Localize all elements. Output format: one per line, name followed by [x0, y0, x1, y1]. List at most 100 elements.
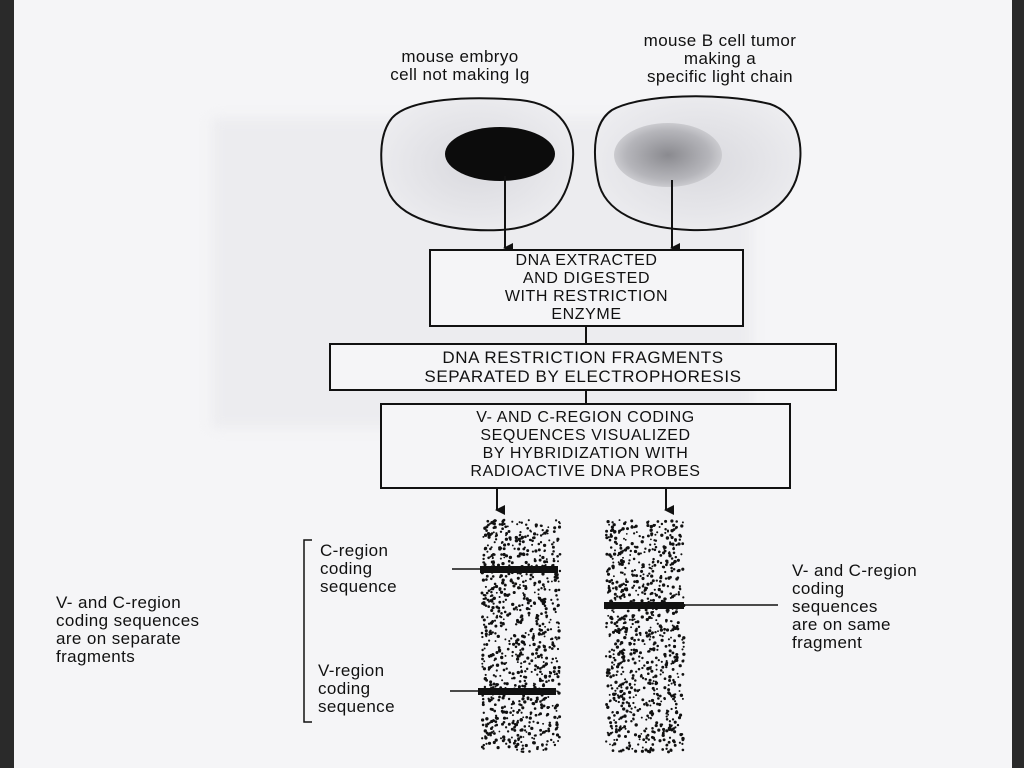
- gel-stipple-dot: [635, 531, 638, 534]
- right-result-line: sequences: [792, 597, 878, 616]
- gel-stipple-dot: [527, 563, 531, 567]
- gel-stipple-dot: [495, 533, 498, 537]
- gel-stipple-dot: [509, 538, 512, 541]
- gel-stipple-dot: [650, 669, 654, 673]
- gel-stipple-dot: [544, 611, 548, 614]
- gel-stipple-dot: [520, 535, 525, 540]
- gel-stipple-dot: [485, 529, 488, 532]
- gel-stipple-dot: [627, 562, 631, 565]
- gel-stipple-dot: [633, 689, 637, 692]
- gel-stipple-dot: [493, 619, 497, 622]
- gel-stipple-dot: [511, 701, 516, 705]
- gel-stipple-dot: [665, 711, 669, 714]
- gel-stipple-dot: [640, 749, 644, 753]
- gel-stipple-dot: [632, 713, 636, 717]
- gel-stipple-dot: [517, 685, 521, 689]
- gel-stipple-dot: [482, 557, 485, 561]
- gel-stipple-dot: [526, 601, 530, 605]
- gel-stipple-dot: [541, 673, 543, 676]
- gel-stipple-dot: [607, 536, 610, 539]
- gel-stipple-dot: [524, 670, 527, 673]
- gel-stipple-dot: [611, 609, 614, 612]
- gel-stipple-dot: [649, 717, 652, 720]
- gel-stipple-dot: [682, 645, 685, 648]
- gel-stipple-dot: [524, 535, 527, 539]
- gel-stipple-dot: [548, 674, 552, 678]
- gel-stipple-dot: [524, 743, 528, 748]
- gel-stipple-dot: [610, 621, 613, 624]
- gel-stipple-dot: [557, 525, 562, 529]
- gel-stipple-dot: [486, 550, 489, 553]
- gel-stipple-dot: [501, 679, 504, 682]
- gel-stipple-dot: [645, 611, 649, 615]
- gel-stipple-dot: [621, 689, 624, 693]
- gel-stipple-dot: [621, 593, 626, 597]
- gel-stipple-dot: [670, 519, 674, 523]
- gel-stipple-dot: [530, 659, 534, 663]
- gel-stipple-dot: [501, 652, 504, 655]
- gel-stipple-dot: [613, 738, 616, 741]
- gel-stipple-dot: [677, 676, 680, 679]
- gel-stipple-dot: [634, 648, 638, 652]
- gel-stipple-dot: [512, 607, 516, 611]
- gel-stipple-dot: [679, 588, 682, 591]
- gel-stipple-dot: [523, 679, 527, 683]
- gel-stipple-dot: [520, 728, 524, 732]
- gel-stipple-dot: [619, 571, 623, 574]
- gel-stipple-dot: [555, 704, 559, 708]
- gel-stipple-dot: [665, 744, 668, 747]
- gel-stipple-dot: [605, 533, 608, 537]
- gel-stipple-dot: [541, 572, 545, 576]
- gel-stipple-dot: [627, 741, 631, 745]
- gel-stipple-dot: [606, 572, 611, 576]
- step3-text: V- AND C-REGION CODING SEQUENCES VISUALI…: [383, 409, 788, 481]
- gel-stipple-dot: [504, 654, 507, 657]
- gel-stipple-dot: [660, 522, 664, 526]
- gel-stipple-dot: [499, 674, 502, 677]
- step3-line: BY HYBRIDIZATION WITH: [482, 445, 689, 462]
- gel-stipple-dot: [535, 652, 538, 655]
- gel-stipple-dot: [515, 657, 520, 661]
- gel-stipple-dot: [623, 548, 628, 552]
- gel-stipple-dot: [481, 723, 485, 727]
- gel-stipple-dot: [667, 688, 671, 692]
- gel-stipple-dot: [485, 731, 489, 735]
- gel-stipple-dot: [680, 553, 683, 556]
- gel-stipple-dot: [543, 648, 547, 652]
- gel-stipple-dot: [551, 545, 555, 549]
- gel-stipple-dot: [482, 667, 487, 671]
- gel-stipple-dot: [522, 584, 525, 587]
- gel-stipple-dot: [634, 723, 638, 727]
- gel-stipple-dot: [656, 622, 659, 625]
- gel-stipple-dot: [494, 632, 497, 635]
- gel-stipple-dot: [658, 525, 661, 529]
- gel-stipple-dot: [505, 628, 508, 631]
- gel-stipple-dot: [501, 581, 505, 585]
- gel-stipple-dot: [502, 552, 506, 557]
- gel-stipple-dot: [612, 561, 615, 564]
- gel-stipple-dot: [521, 706, 525, 710]
- gel-stipple-dot: [621, 726, 624, 729]
- gel-stipple-dot: [674, 706, 678, 710]
- gel-stipple-dot: [633, 733, 638, 737]
- gel-stipple-dot: [650, 538, 652, 541]
- gel-stipple-dot: [682, 659, 685, 662]
- gel-stipple-dot: [676, 672, 679, 675]
- gel-stipple-dot: [658, 694, 662, 698]
- gel-stipple-dot: [528, 725, 531, 728]
- gel-stipple-dot: [675, 658, 679, 662]
- gel-stipple-dot: [626, 730, 630, 734]
- gel-stipple-dot: [665, 665, 668, 669]
- gel-stipple-dot: [483, 647, 486, 650]
- step3-box: [380, 403, 791, 489]
- gel-stipple-dot: [532, 682, 535, 685]
- gel-stipple-dot: [611, 564, 615, 568]
- gel-stipple-dot: [619, 643, 622, 646]
- gel-stipple-dot: [542, 661, 545, 663]
- gel-stipple-dot: [675, 520, 678, 523]
- gel-stipple-dot: [609, 675, 613, 679]
- gel-stipple-dot: [490, 532, 494, 535]
- gel-stipple-dot: [644, 608, 648, 612]
- gel-stipple-dot: [516, 719, 519, 722]
- step3-line: V- AND C-REGION CODING: [476, 409, 695, 426]
